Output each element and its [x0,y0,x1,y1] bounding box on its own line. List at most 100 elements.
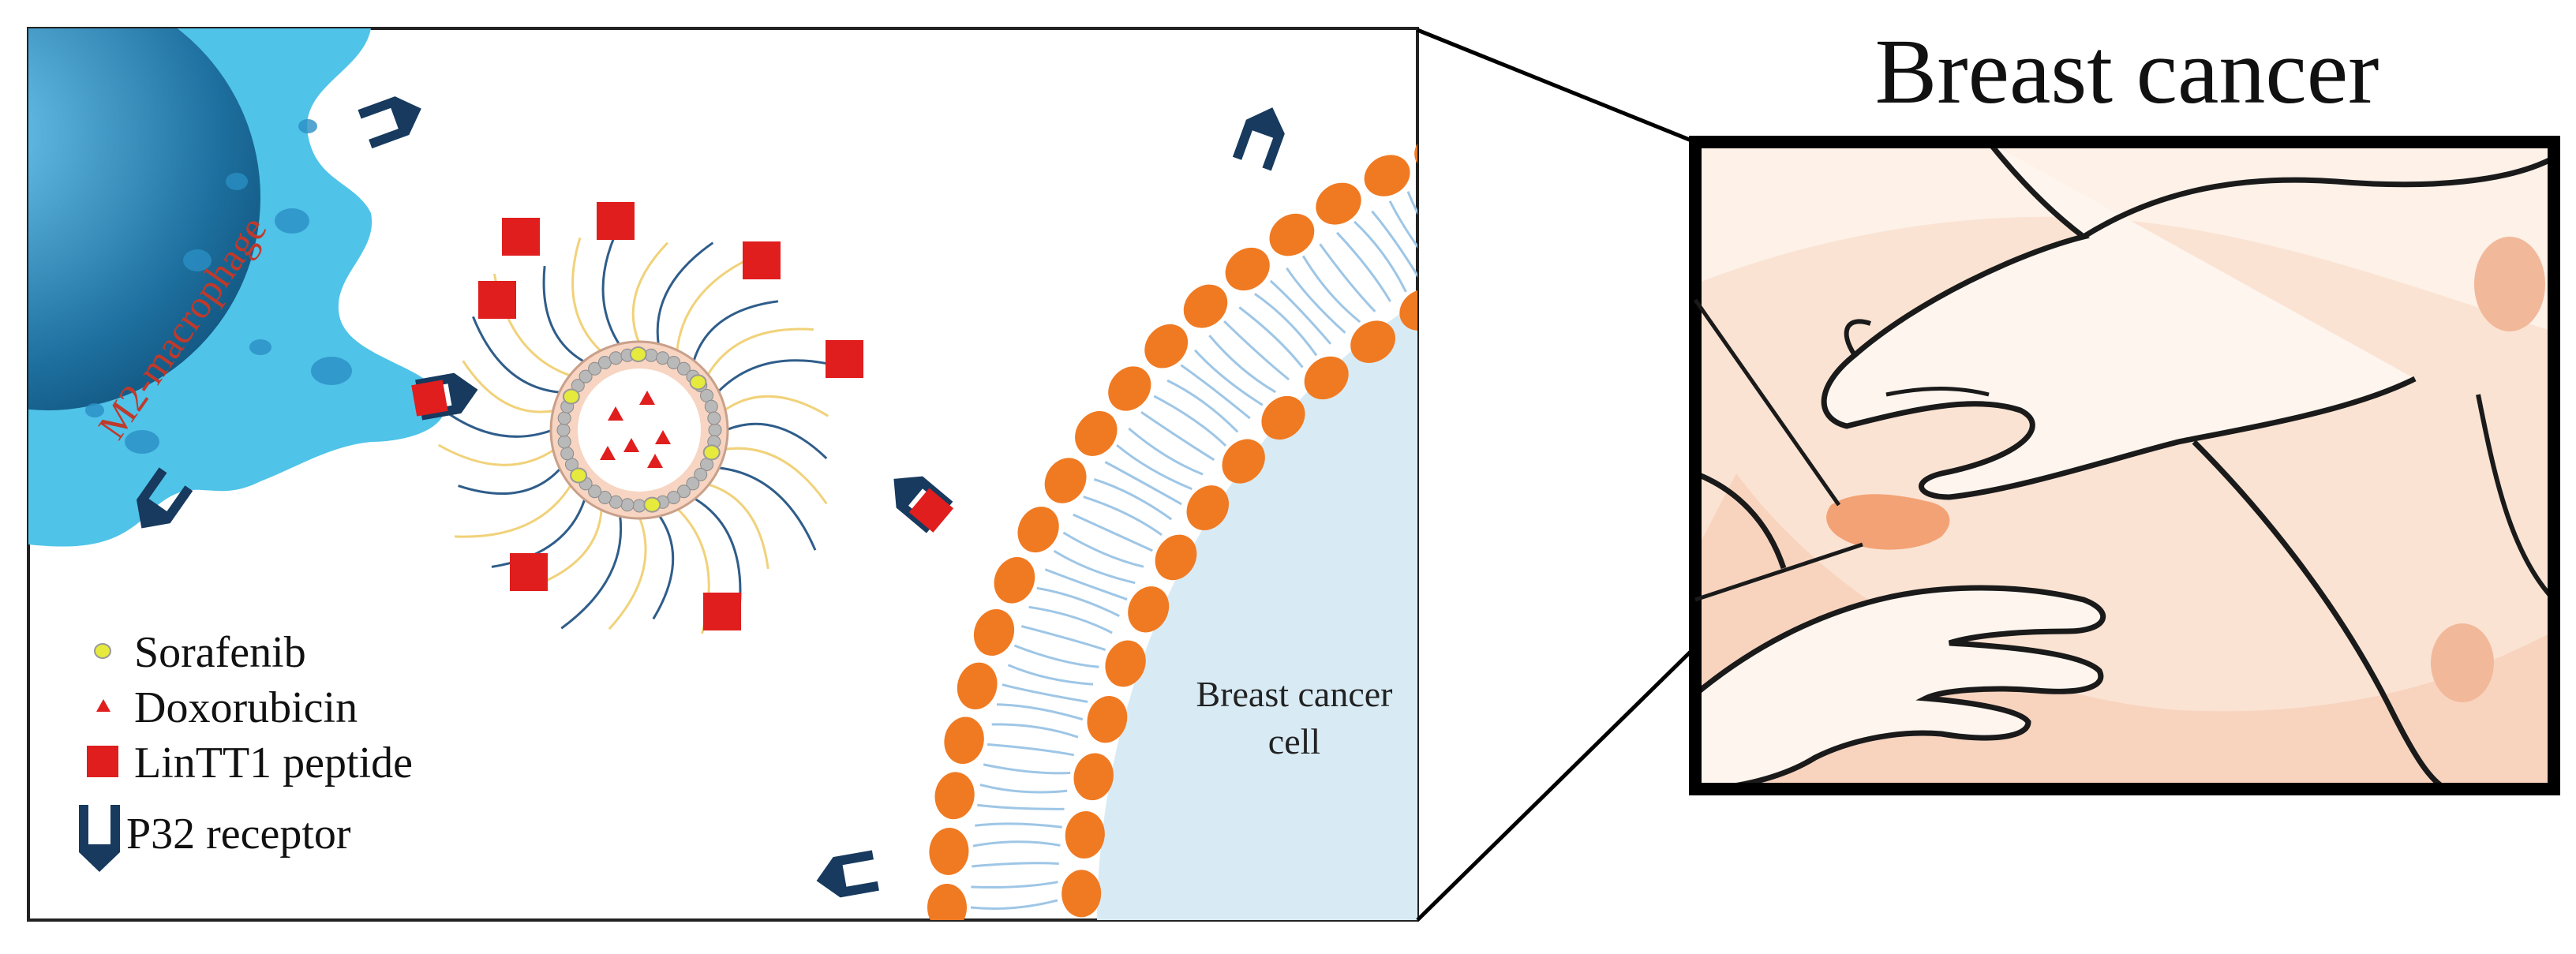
micelle-lipid-head [686,477,700,491]
p32-receptor-shape [1232,107,1285,171]
peg-chain [692,496,742,604]
lipid-tail [1502,151,1538,230]
lipid-tail [1238,306,1304,369]
lipid-tail [970,899,1058,911]
peg-chain [472,316,562,394]
lipid-tail [971,881,1058,889]
lipid-tail [991,723,1079,739]
micelle-lipid-head [597,491,612,504]
lipid-tail [979,784,1068,794]
peg-chain [437,443,556,466]
membrane-lipid-head [957,662,998,709]
peg-chain [571,237,603,353]
peg-chain [676,253,760,353]
lipid-tail [1541,137,1574,219]
micelle-lipid-head [694,467,708,481]
membrane-lipid-head [944,716,984,765]
legend-item-doxorubicin: Doxorubicin [96,683,358,732]
lower-hand-outline [1692,585,2106,792]
lipid-tail [1007,664,1094,686]
lipid-tail [1116,443,1193,491]
lipid-tail [1020,625,1106,651]
lipid-tail [975,822,1062,829]
lipid-tail [1581,126,1609,209]
sorafenib-molecule [562,388,580,405]
sorafenib-molecule [643,496,661,513]
membrane-lipid-head [927,884,967,920]
membrane-lipid-head [1304,356,1349,400]
sorafenib-molecule [702,444,721,461]
zoom-line-bottom [1416,645,1697,922]
lipid-tail [1286,267,1346,334]
peg-chain [652,514,675,620]
membrane-lipid-head [1570,74,1624,123]
peg-chain [542,265,586,364]
lipid-tail [1601,122,1627,205]
zoom-line-top [1417,28,1696,144]
lintt1-peptide [703,593,741,630]
lipid-tail [996,703,1084,721]
membrane-lipid-head [1144,324,1189,369]
micelle-lipid-head [578,369,593,383]
lipid-tail [1180,364,1251,420]
lipid-tail [1028,605,1113,634]
micelle-lipid-head [557,435,571,449]
legend-item-sorafenib: Sorafenib [94,628,306,677]
membrane-lipid-head [1269,213,1315,256]
illustration-frame [1689,136,2560,795]
peg-chain [717,466,817,551]
macrophage-nucleus [28,28,260,410]
membrane-lipid-head [1155,534,1197,581]
figure-heading: Breast cancer [1875,20,2379,123]
micelle-lipid-head [708,423,722,437]
membrane-lipid-head [1444,254,1504,310]
micelle-lipid-head [620,498,635,512]
lipid-tail [1083,496,1163,537]
micelle-lipid-head [557,411,571,425]
lipid-tail [1104,461,1182,506]
peg-chain [706,327,814,377]
micelle-core [578,369,701,492]
micelle-lipid-head [676,484,691,499]
membrane-lipid-head [1614,202,1668,250]
membrane-lipid-head [973,609,1015,656]
membrane-lipid-head [1105,640,1146,687]
membrane-lipid-head [929,828,969,875]
sorafenib-dot-icon [94,643,111,659]
p32-receptor-shape [358,96,421,149]
lipid-tail [1336,231,1391,302]
membrane-lipid-head [1225,247,1270,291]
peg-chain [560,514,623,630]
macrophage-vacuoles [85,119,352,454]
bound-lintt1-peptide [908,488,954,533]
lipid-tail [1153,395,1227,447]
lipid-tail [1140,411,1215,462]
lintt1-peptide [826,340,863,378]
lipid-tail [1073,513,1153,552]
lintt1-peptide [478,281,516,319]
peg-chain [462,360,556,413]
lintt1-peptide [510,553,548,591]
lipid-tail [1208,335,1277,394]
lipid-tail [1013,644,1099,668]
lipid-tail [1166,379,1239,433]
cancer-cell-interior [1097,301,1417,920]
tumor-spot [1826,494,1950,550]
p32-receptors [136,96,1285,898]
membrane-lipid-head [1186,485,1230,531]
p32-receptor-shape [816,850,879,898]
peg-chain [631,241,668,344]
membrane-lipid-head [1499,232,1557,286]
lipid-tail [972,862,1059,868]
doxorubicin-molecule [639,391,655,405]
lintt1-peptide [597,202,635,240]
peg-chain [725,422,828,459]
peg-chain [608,516,647,630]
lipid-tail [1661,110,1681,196]
lipid-tail [1388,200,1417,249]
sorafenib-molecule [689,374,707,391]
lipid-tail [1371,210,1417,279]
peg-chain [717,359,844,394]
legend-label-sorafenib: Sorafenib [134,628,306,677]
